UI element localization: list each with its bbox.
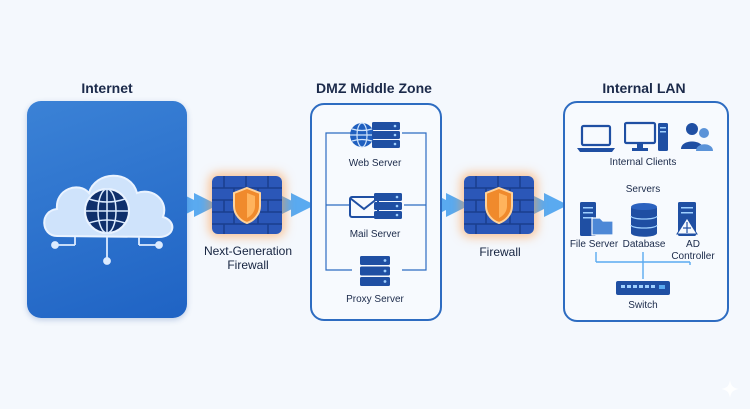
mail-server-icon <box>349 193 402 219</box>
cloud-globe-icon <box>43 174 174 265</box>
sparkle-icon <box>721 380 739 398</box>
firewall-label: Firewall <box>479 245 521 259</box>
proxy-server-label: Proxy Server <box>346 294 404 305</box>
ngfw-label: Next-Generation Firewall <box>196 244 300 272</box>
servers-heading: Servers <box>625 184 661 195</box>
ad-controller-label: AD Controller <box>664 239 722 263</box>
globe-server-icon <box>350 122 400 148</box>
ad-controller-icon <box>676 202 698 236</box>
users-icon <box>681 123 713 151</box>
lan-zone-title: Internal LAN <box>602 80 686 96</box>
database-icon <box>630 203 658 237</box>
firewall-box <box>464 176 534 234</box>
mail-server-label: Mail Server <box>349 229 401 240</box>
firewall-shield-icon <box>212 176 282 234</box>
internal-clients-label: Internal Clients <box>609 157 677 168</box>
firewall-shield-icon <box>464 176 534 234</box>
ngfw-label-line1: Next-Generation <box>203 244 293 258</box>
dmz-zone-title: DMZ Middle Zone <box>316 80 432 96</box>
ngfw-box <box>212 176 282 234</box>
switch-label: Switch <box>628 300 658 311</box>
desktop-icon <box>624 121 668 151</box>
server-icon <box>360 256 390 286</box>
web-server-label: Web Server <box>348 158 402 169</box>
ad-controller-label-line2: Controller <box>671 251 715 262</box>
database-label: Database <box>622 239 666 250</box>
file-server-icon <box>580 202 614 236</box>
ad-controller-label-line1: AD <box>686 239 700 250</box>
ngfw-label-line2: Firewall <box>227 258 269 272</box>
laptop-icon <box>577 124 615 152</box>
internet-panel <box>27 101 187 318</box>
switch-icon <box>616 281 670 295</box>
internet-zone-title: Internet <box>81 80 133 96</box>
file-server-label: File Server <box>569 239 619 250</box>
